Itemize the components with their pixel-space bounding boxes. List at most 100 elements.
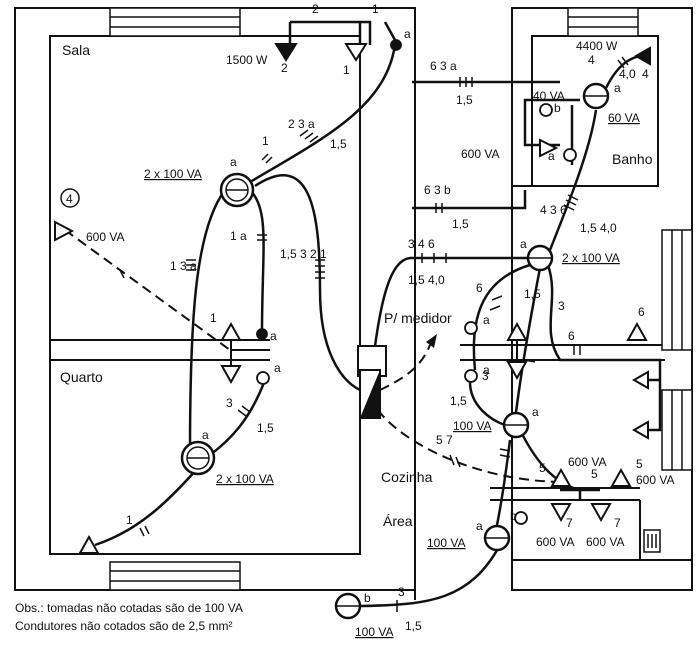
load-sala-shower: 1500 W	[226, 53, 268, 67]
lamp-outside	[334, 592, 362, 620]
outlet-sala-wall-icon	[220, 321, 242, 341]
window-sala	[109, 7, 241, 37]
conduit-sala-top	[239, 44, 397, 190]
switch-hall-a	[464, 321, 478, 335]
circuit-banho-col: 4 3 6	[540, 203, 567, 217]
circuit-quarto-3: 3	[226, 396, 233, 410]
circuit-out-3: 3	[398, 585, 405, 599]
circuit-area-7: 7	[566, 516, 573, 530]
load-banho-lamp: 60 VA	[608, 111, 640, 125]
sw-letter-sala-top: a	[404, 27, 411, 41]
room-sala: Sala	[62, 42, 90, 58]
conduit-outside	[359, 544, 502, 608]
outer-wall-left-block	[14, 7, 416, 591]
circuit-top-1: 1	[343, 63, 350, 77]
note-conductors: Condutores não cotados são de 2,5 mm²	[15, 619, 232, 633]
circuit-hall-top2: 1,5 4,0	[408, 273, 445, 287]
room-banho: Banho	[612, 151, 653, 167]
sw-letter-quarto: a	[274, 361, 281, 375]
lamp-area	[483, 524, 511, 552]
sw-letter-quarto-lamp: a	[202, 428, 209, 442]
sw-letter-banho-lamp: a	[614, 81, 621, 95]
sw-letter-sala: a	[270, 329, 277, 343]
sw-letter-banho-b: b	[554, 101, 561, 115]
sw-letter-sala-lamp: a	[230, 155, 237, 169]
circuit-quarto-low: 1	[126, 513, 133, 527]
circuit-sala-left: 1 3 a	[170, 259, 197, 273]
meter-arrow-icon	[426, 334, 437, 348]
sw-letter-banho-a: a	[548, 149, 555, 163]
circuit-top-2b: 2	[312, 2, 319, 16]
outlet-hall-6-icon	[626, 321, 648, 341]
windows	[109, 7, 693, 591]
circuit-hall-3: 3	[558, 299, 565, 313]
conduit-hall-banho	[546, 109, 598, 256]
load-area-lamp: 100 VA	[427, 536, 465, 550]
conduit-area-branch	[560, 488, 600, 500]
outlet-4400w-icon	[633, 46, 651, 66]
load-banho-40: 40 VA	[533, 89, 565, 103]
circuit-banho-col2: 1,5 4,0	[580, 221, 617, 235]
notes: Obs.: tomadas não cotadas são de 100 VA …	[15, 601, 243, 633]
load-cozinha-lamp: 100 VA	[453, 419, 491, 433]
circuit-banho-4: 4	[588, 53, 595, 67]
sw-letter-hall-a: a	[483, 313, 490, 327]
dashed-sala-outlet	[64, 229, 231, 351]
lamp-sala	[219, 172, 255, 208]
switch-cozinha-a	[464, 369, 478, 383]
outlet-cozinha-6a-icon	[631, 370, 649, 390]
conduit-sala-left	[188, 189, 227, 453]
circuit-mid-right: 6 3 b	[424, 183, 451, 197]
dashed-meter	[379, 344, 431, 391]
outlet-area-5b-icon	[610, 467, 632, 487]
lamp-quarto	[180, 440, 216, 476]
dashed-conduits	[64, 229, 561, 483]
circuit-top-right-15: 1,5	[456, 93, 473, 107]
outlet-area-5a-icon	[550, 467, 572, 487]
lamp-cozinha	[502, 411, 530, 439]
circuit-cz-6: 6	[568, 329, 575, 343]
conduit-area-outlets	[518, 429, 581, 492]
sw-letter-outside: b	[364, 591, 371, 605]
circuit-out-15: 1,5	[405, 619, 422, 633]
window-banho	[567, 7, 639, 37]
conduit-cozinha-sw	[468, 381, 506, 427]
circuit-banho-40: 4,0	[619, 67, 636, 81]
circuit-quarto-15: 1,5	[257, 421, 274, 435]
circuit-4-marker	[60, 188, 80, 208]
switch-area-b	[514, 511, 528, 525]
window-hall	[661, 229, 693, 351]
switch-quarto	[256, 371, 270, 385]
lamp-banho	[582, 82, 610, 110]
conduit-quarto-low	[94, 459, 206, 547]
room-area: Área	[383, 513, 413, 529]
circuit-sala-15: 1,5	[330, 137, 347, 151]
room-labels: Sala Quarto Banho Cozinha Área P/ medido…	[60, 42, 653, 529]
sw-letter-area-b: b	[510, 509, 517, 523]
outlets	[54, 43, 651, 554]
circuit-sala-123: 2 3 a	[288, 117, 315, 131]
circuit-labels: 2 1 2 1 2 3 a 1,5 1 1 3 a 1 a 1,5 3 2 1 …	[66, 2, 649, 633]
window-cozinha	[661, 389, 693, 471]
circuit-cz-57: 5 7	[436, 433, 453, 447]
conduit-sala-shower	[288, 20, 397, 45]
load-area-outlet-b: 600 VA	[586, 535, 624, 549]
note-outlets: Obs.: tomadas não cotadas são de 100 VA	[15, 601, 243, 615]
switch-letters: a a a a a a b a a a a a a b b	[202, 27, 621, 605]
outlet-hall-icon	[506, 321, 528, 341]
switch-banho-a	[563, 148, 577, 162]
panel	[357, 345, 387, 419]
outlet-area-7b-icon	[590, 503, 612, 523]
load-outside-lamp: 100 VA	[355, 625, 393, 639]
switches	[256, 39, 577, 525]
circuit-top-right: 6 3 a	[430, 59, 457, 73]
outlet-banho-600-icon	[539, 138, 559, 158]
circuit-cz-15: 1,5	[450, 394, 467, 408]
circuit-hall-6: 6	[476, 281, 483, 295]
circuit-cz-6b: 6	[638, 305, 645, 319]
distribution-board-fill	[360, 370, 380, 418]
conductor-ticks	[119, 56, 629, 612]
circuit-sala-right: 1,5 3 2 1	[280, 247, 327, 261]
conduit-quarto-sw	[209, 379, 267, 456]
load-area-outlet-a: 600 VA	[536, 535, 574, 549]
